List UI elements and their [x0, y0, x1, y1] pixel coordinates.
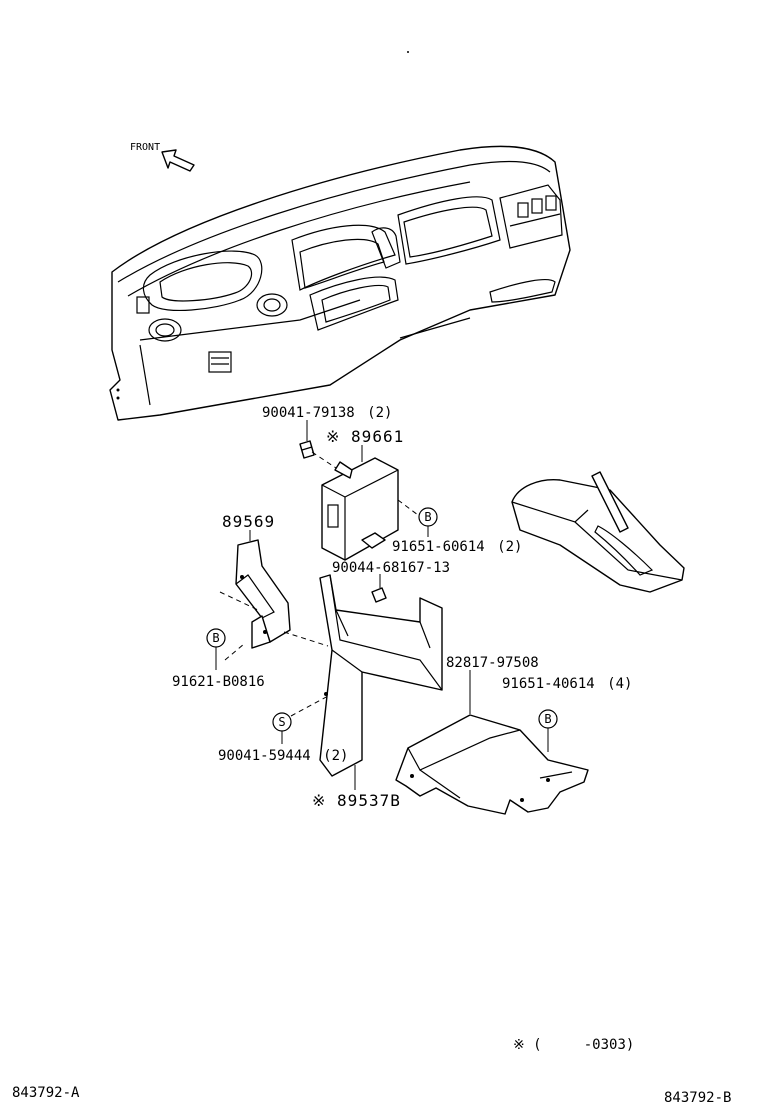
svg-text:※ 89537B: ※ 89537B: [312, 791, 401, 810]
bolt-icon: [371, 587, 387, 603]
front-arrow-icon: [161, 149, 195, 172]
part-number: 91621-B0816: [172, 674, 265, 690]
part-91651-60614: B 91651-60614 (2): [392, 507, 522, 555]
svg-text:90041-59444 (2): 90041-59444 (2): [218, 748, 348, 764]
part-marker: ※: [326, 427, 340, 446]
part-90041-79138: 90041-79138 (2): [262, 405, 392, 459]
part-number: 90041-59444: [218, 748, 311, 764]
callout-b: B: [544, 712, 551, 726]
callout-b: B: [212, 631, 219, 645]
clip-icon: [299, 440, 315, 459]
part-82817-97508: 82817-97508: [395, 655, 589, 815]
part-90041-59444: S 90041-59444 (2): [218, 695, 348, 764]
part-number: 89537B: [337, 791, 401, 810]
part-90044-68167-13: 90044-68167-13: [332, 560, 450, 603]
part-qty: (4): [607, 676, 632, 692]
part-qty: (2): [323, 748, 348, 764]
part-marker: ※: [312, 791, 326, 810]
diagram-code-right: 843792-B: [664, 1090, 731, 1106]
part-number: 89661: [351, 427, 404, 446]
diagram-code-left: 843792-A: [12, 1085, 80, 1101]
part-number: 90041-79138: [262, 405, 355, 421]
part-91621-B0816: B 91621-B0816: [172, 628, 265, 690]
part-89661: ※ 89661: [311, 427, 419, 561]
front-label: FRONT: [130, 142, 160, 153]
instrument-panel: [109, 51, 571, 421]
part-number: 82817-97508: [446, 655, 539, 671]
part-number: 90044-68167-13: [332, 560, 450, 576]
applicability-note: ※ ( -0303): [513, 1037, 634, 1053]
front-indicator: FRONT: [130, 142, 195, 172]
part-qty: (2): [497, 539, 522, 555]
part-number: 91651-60614: [392, 539, 485, 555]
svg-text:91651-60614 (2): 91651-60614 (2): [392, 539, 522, 555]
part-number: 89569: [222, 512, 275, 531]
svg-text:91651-40614 (4): 91651-40614 (4): [502, 676, 632, 692]
svg-text:※ 89661: ※ 89661: [326, 427, 404, 446]
shift-console: [511, 471, 685, 593]
part-89569: 89569: [219, 512, 329, 649]
part-91651-40614: 91651-40614 (4) B: [502, 676, 632, 752]
part-89537B: ※ 89537B: [312, 574, 443, 810]
part-number: 91651-40614: [502, 676, 595, 692]
part-qty: (2): [367, 405, 392, 421]
svg-text:90041-79138 (2): 90041-79138 (2): [262, 405, 392, 421]
callout-b: B: [424, 510, 431, 524]
callout-s: S: [278, 715, 285, 729]
